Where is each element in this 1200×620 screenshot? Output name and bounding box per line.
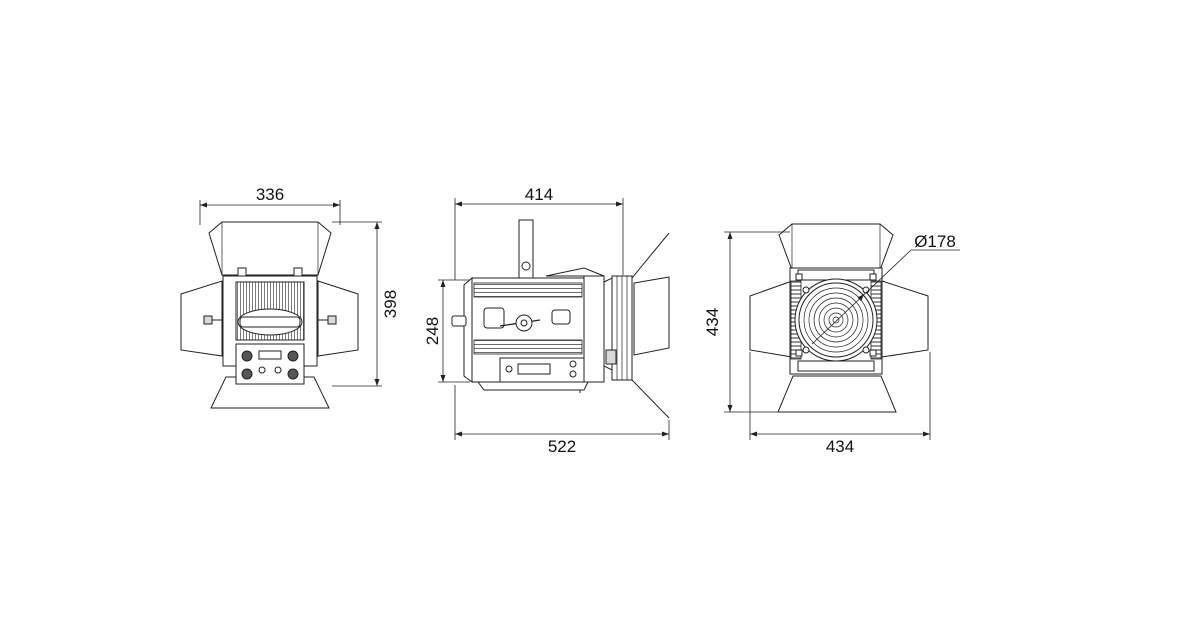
front-height-label: 398: [381, 290, 400, 318]
lens-diameter-callout: Ø178: [811, 232, 960, 345]
side-label-plate-right: [551, 309, 571, 325]
front-right-barn-door: [317, 280, 359, 357]
rear-bottom-barn-door: [777, 375, 897, 413]
front-handle-bar: [239, 316, 301, 328]
side-cooling-fins-bottom: [473, 339, 583, 355]
front-door-hinge-right: [293, 267, 303, 277]
front-connector-3: [258, 366, 266, 374]
rear-door-hinge-tl: [795, 273, 803, 281]
front-connector-1: [241, 350, 253, 362]
front-yoke-knob-left: [203, 315, 213, 325]
side-rear-cap: [463, 276, 473, 383]
side-body-height-label: 248: [423, 317, 442, 345]
rear-left-barn-door: [749, 280, 793, 358]
front-height-dimension: 398: [332, 221, 400, 387]
rear-width-label: 434: [826, 437, 854, 456]
front-bottom-barn-door: [210, 376, 330, 409]
side-top-barn-door: [631, 232, 670, 279]
side-label-plate-left: [483, 307, 505, 329]
front-door-hinge-left: [237, 267, 247, 277]
side-total-length-label: 522: [548, 437, 576, 456]
rear-right-barn-door: [881, 280, 929, 358]
rear-width-dimension: 434: [749, 352, 931, 456]
side-yoke-pivot: [521, 261, 531, 271]
fresnel-lens: [798, 282, 874, 358]
front-connector-6: [287, 368, 299, 380]
rear-door-hinge-bl: [795, 349, 803, 357]
rear-door-hinge-br: [869, 349, 877, 357]
side-top-width-dimension: 414: [454, 185, 624, 280]
front-width-label: 336: [256, 185, 284, 204]
side-total-length-dimension: 522: [454, 385, 670, 456]
side-cooling-fins-top: [473, 282, 583, 298]
front-connector-2: [241, 368, 253, 380]
side-side-barn-door: [633, 276, 670, 356]
side-top-shroud: [545, 267, 605, 277]
rear-height-label: 434: [703, 308, 722, 336]
lens-diameter-label: Ø178: [914, 232, 956, 251]
rear-door-hinge-tr: [869, 273, 877, 281]
side-base: [477, 381, 589, 391]
rear-height-dimension: 434: [703, 231, 790, 413]
side-view: [451, 219, 670, 419]
side-front-housing: [583, 275, 605, 383]
rear-top-barn-door: [778, 223, 894, 271]
front-top-barn-door: [208, 221, 332, 276]
side-top-width-label: 414: [525, 185, 553, 204]
front-left-barn-door: [180, 280, 223, 357]
front-view: [180, 221, 359, 409]
side-frame-latch: [605, 349, 617, 365]
front-panel-display: [258, 350, 282, 360]
side-panel-display: [517, 363, 551, 375]
rear-frame-bottom-rail: [797, 360, 875, 372]
front-width-dimension: 336: [199, 185, 341, 225]
front-yoke-knob-right: [327, 315, 337, 325]
front-connector-5: [287, 350, 299, 362]
side-bottom-barn-door: [631, 379, 670, 419]
front-connector-4: [274, 366, 282, 374]
side-body-height-dimension: 248: [423, 279, 470, 383]
side-safety-tab: [451, 315, 467, 327]
